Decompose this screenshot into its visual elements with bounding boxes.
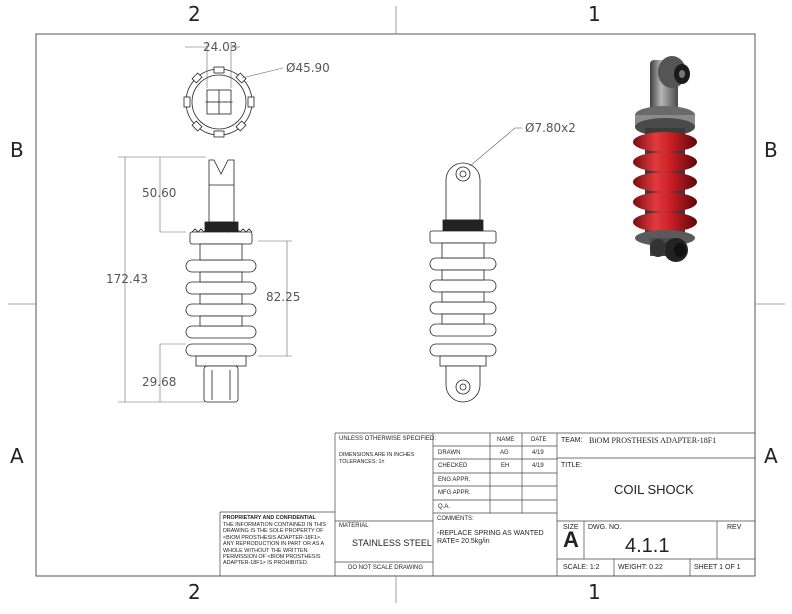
front-view-left (185, 159, 257, 403)
side-view-dims (469, 127, 522, 167)
dim-diameter-hole: Ø7.80x2 (525, 121, 576, 135)
material-value: STAINLESS STEEL (352, 538, 432, 548)
row-eng-appr-label: ENG APPR. (438, 477, 471, 483)
dim-height-total: 172.43 (106, 272, 148, 286)
sheet-border (8, 6, 785, 603)
team-label: TEAM: (561, 437, 583, 444)
top-view-dims (185, 42, 284, 88)
row-checked-label: CHECKED (438, 463, 468, 469)
top-view (183, 66, 255, 138)
rev-label: REV (727, 524, 742, 531)
col-name-header: NAME (497, 437, 515, 443)
drawing-title: COIL SHOCK (614, 482, 694, 497)
material-label: MATERIAL (339, 523, 369, 529)
proprietary-title: PROPRIETARY AND CONFIDENTIAL (223, 515, 316, 521)
dwg-no-value: 4.1.1 (625, 535, 670, 557)
zone-bottom-1: 1 (588, 580, 601, 604)
tolerances-note: TOLERANCES: 1± (339, 459, 385, 465)
zone-bottom-2: 2 (188, 580, 201, 604)
dim-height-lower: 29.68 (142, 375, 177, 389)
front-view-left-dims (118, 156, 292, 403)
scale-value: SCALE: 1:2 (563, 564, 600, 571)
dim-width-top: 24.03 (203, 40, 238, 54)
row-checked-date: 4/19 (532, 463, 544, 469)
size-label: SIZE (563, 524, 579, 531)
row-qa-label: Q.A. (438, 504, 451, 510)
row-checked-name: EH (501, 463, 510, 469)
unless-specified-label: UNLESS OTHERWISE SPECIFIED: (339, 436, 436, 442)
title-label: TITLE: (561, 462, 583, 469)
row-drawn-label: DRAWN (438, 450, 461, 456)
title-block-lines (219, 432, 755, 576)
proprietary-text: THE INFORMATION CONTAINED IN THIS DRAWIN… (223, 522, 327, 567)
team-name: BiOM PROSTHESIS ADAPTER-18F1 (589, 436, 717, 445)
zone-top-2: 2 (188, 2, 201, 26)
size-value: A (563, 527, 579, 552)
dim-height-spring: 82.25 (266, 290, 301, 304)
zone-top-1: 1 (588, 2, 601, 26)
side-view (429, 162, 497, 403)
comments-text-2: RATE= 20.5kg/in (437, 538, 490, 545)
row-mfg-appr-label: MFG APPR. (438, 490, 471, 496)
zone-right-b: B (764, 138, 778, 162)
comments-text: -REPLACE SPRING AS WANTED (437, 530, 544, 537)
sheet-value: SHEET 1 OF 1 (694, 564, 741, 571)
dims-note: DIMENSIONS ARE IN INCHES (339, 452, 415, 458)
row-drawn-name: AG (500, 450, 509, 456)
col-date-header: DATE (531, 437, 547, 443)
row-drawn-date: 4/19 (532, 450, 544, 456)
dwg-no-label: DWG. NO. (588, 524, 622, 531)
dim-diameter-top: Ø45.90 (286, 61, 330, 75)
isometric-render (633, 56, 697, 262)
no-scale-note: DO NOT SCALE DRAWING (348, 565, 424, 571)
zone-left-a: A (10, 444, 24, 468)
zone-left-b: B (10, 138, 24, 162)
top-view-notches (183, 66, 255, 138)
weight-value: WEIGHT: 0.22 (618, 564, 663, 571)
zone-right-a: A (764, 444, 778, 468)
comments-label: COMMENTS: (437, 516, 474, 522)
dim-height-upper: 50.60 (142, 186, 177, 200)
